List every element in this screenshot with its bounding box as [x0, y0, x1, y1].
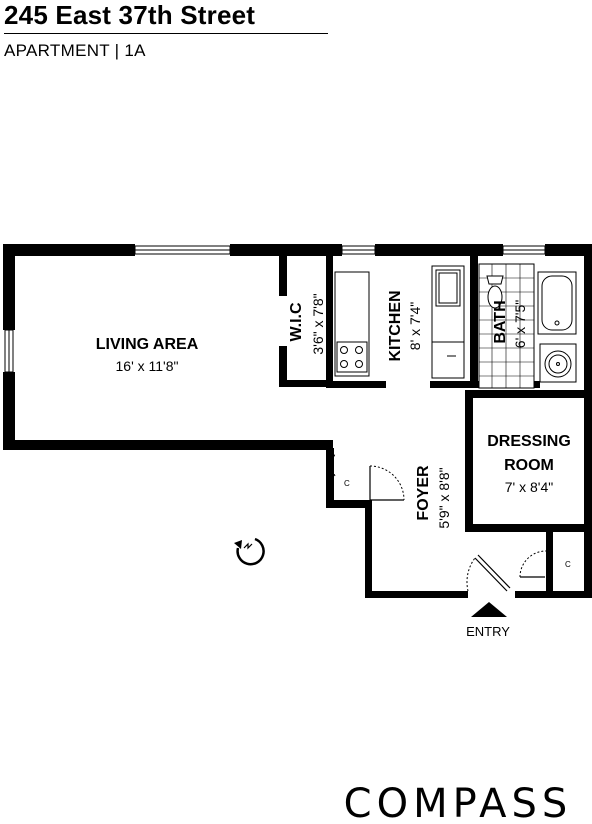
compass-icon: [234, 537, 265, 566]
compass-logo: COMPASS: [344, 781, 573, 824]
entry-label: ENTRY: [466, 624, 510, 639]
closet-mark-right: C: [565, 560, 571, 569]
foyer-name: FOYER: [415, 465, 432, 521]
kitchen-name: KITCHEN: [387, 290, 404, 361]
doors: [331, 453, 547, 592]
dressing-room-name-line2: ROOM: [504, 457, 554, 474]
dressing-room-name-line1: DRESSING: [487, 433, 571, 450]
bath-fixtures: [478, 263, 577, 389]
wic-name: W.I.C: [288, 302, 305, 342]
windows: [4, 245, 546, 373]
property-address: 245 East 37th Street: [4, 0, 256, 30]
bath-dims: 6' x 7'5": [512, 300, 528, 348]
living-area-dims: 16' x 11'8": [116, 358, 179, 374]
closet-mark-left: C: [344, 479, 350, 488]
wic-dims: 3'6" x 7'8": [310, 293, 326, 354]
apartment-label: APARTMENT | 1A: [4, 41, 146, 60]
dressing-room-dims: 7' x 8'4": [505, 479, 553, 495]
living-area-name: LIVING AREA: [96, 336, 199, 353]
foyer-dims: 5'9" x 8'8": [436, 467, 452, 528]
entry-arrow: [471, 602, 507, 617]
bath-name: BATH: [492, 300, 509, 343]
header-rule: [4, 33, 328, 34]
kitchen-fixtures: [334, 265, 465, 379]
kitchen-dims: 8' x 7'4": [407, 302, 423, 350]
room-labels: LIVING AREA 16' x 11'8" W.I.C 3'6" x 7'8…: [96, 290, 571, 639]
